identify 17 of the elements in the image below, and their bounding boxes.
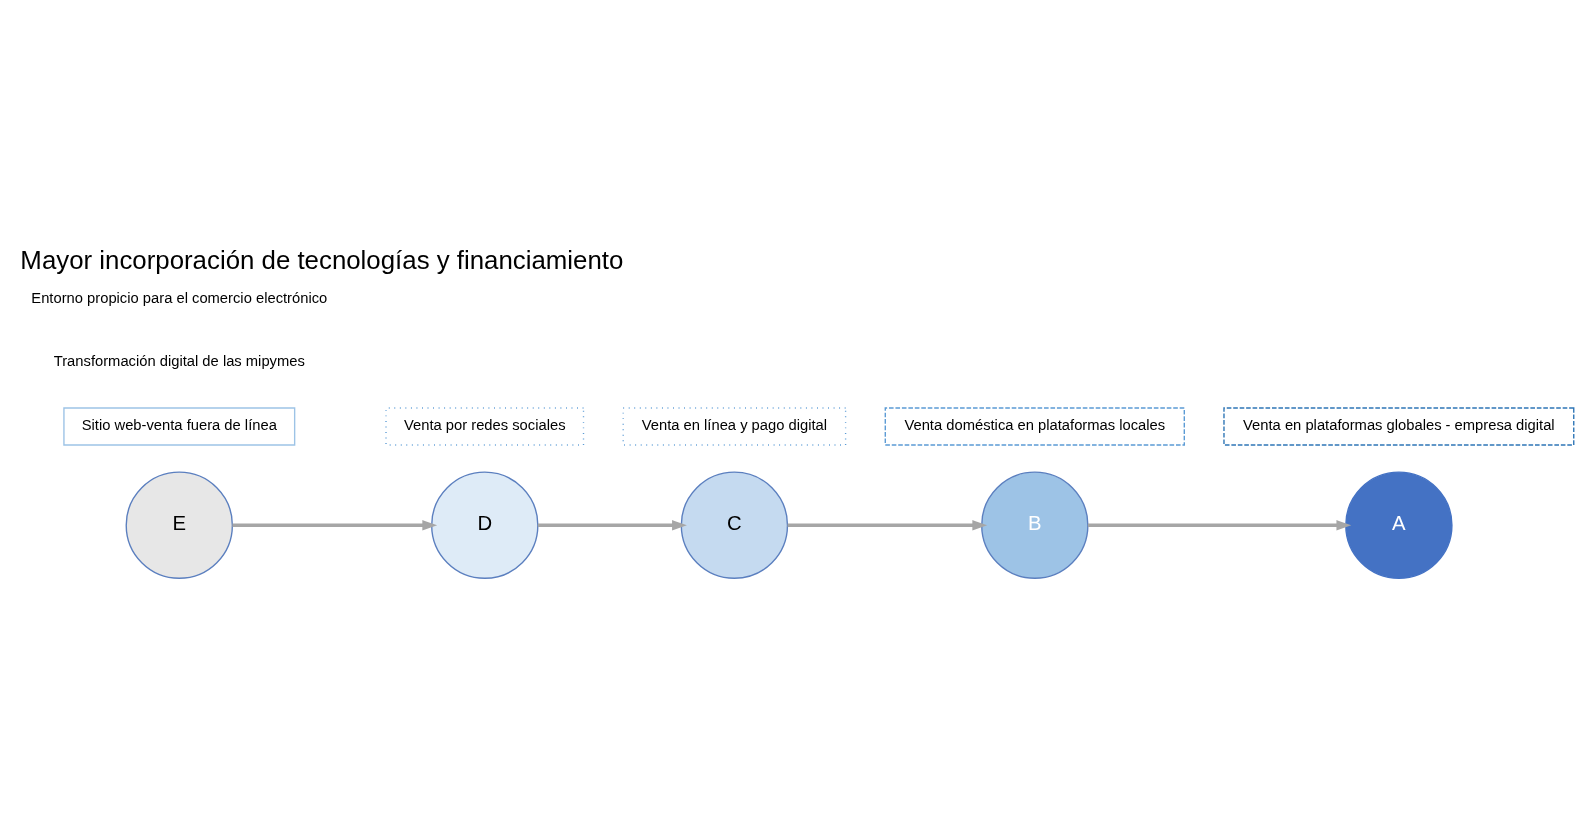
- arrow: [232, 519, 438, 530]
- diagram-title: Mayor incorporación de tecnologías y financiamiento: [20, 245, 624, 274]
- node-box: Venta en plataformas globales - empresa digital: [1223, 406, 1575, 446]
- node-box: Venta en línea y pago digital: [622, 406, 847, 446]
- node-circle: B: [981, 471, 1089, 579]
- node-box: Venta por redes sociales: [385, 406, 585, 446]
- arrow: [537, 519, 687, 530]
- node-box: Venta doméstica en plataformas locales: [884, 406, 1185, 446]
- node-circle: C: [680, 471, 789, 579]
- arrow: [787, 519, 988, 530]
- arrow: [1088, 519, 1352, 530]
- label: Entorno propicio para el comercio electrónico: [31, 289, 328, 306]
- node-circle: A: [1345, 471, 1453, 579]
- label: Transformación digital de las mipymes: [53, 352, 305, 369]
- node-box: Sitio web-venta fuera de línea: [63, 406, 296, 446]
- node-circle: D: [431, 471, 539, 579]
- node-circle: E: [125, 471, 234, 579]
